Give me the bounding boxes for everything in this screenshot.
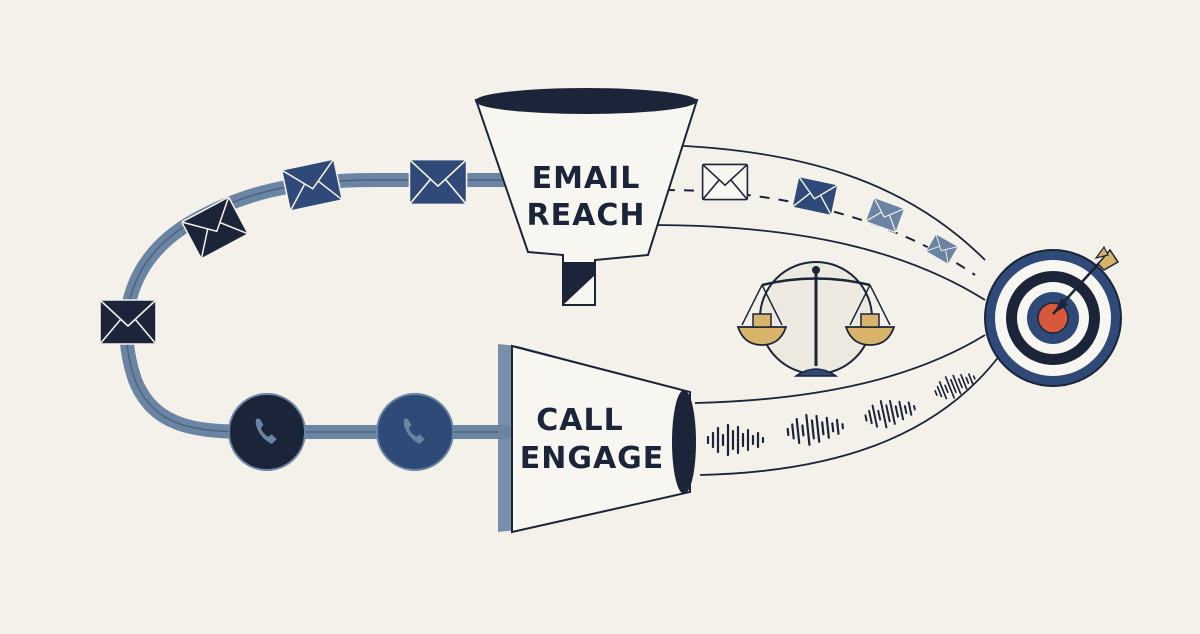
email-funnel: EMAIL REACH <box>474 88 699 306</box>
call-lower-connector <box>699 354 1001 476</box>
call-node <box>376 393 454 471</box>
email-funnel-label: REACH <box>527 198 646 233</box>
email-funnel-label: EMAIL <box>532 161 641 196</box>
call-megaphone: CALL ENGAGE <box>498 344 696 534</box>
envelope-icon <box>791 175 839 217</box>
call-megaphone-label: CALL <box>536 403 623 438</box>
loop-track <box>119 173 512 439</box>
envelope-icon <box>99 299 157 345</box>
envelope-icon <box>701 163 749 201</box>
arrow-icon <box>1052 245 1120 315</box>
call-node <box>228 393 306 471</box>
sound-wave-icon <box>706 423 765 457</box>
sound-wave-icon <box>785 410 846 449</box>
envelope-icon <box>864 196 906 234</box>
sound-wave-icon <box>930 366 980 405</box>
envelope-icon <box>925 233 959 265</box>
email-lower-connector <box>649 224 986 301</box>
sound-wave-icon <box>862 393 919 433</box>
call-megaphone-label: ENGAGE <box>520 441 665 476</box>
envelope-icon <box>280 158 344 212</box>
envelope-icon <box>408 158 468 206</box>
target-icon <box>984 249 1122 387</box>
email-upper-connector <box>664 144 986 261</box>
call-upper-connector <box>694 334 986 404</box>
balance-scale-icon <box>736 261 896 377</box>
loop-track-outline <box>125 179 505 433</box>
